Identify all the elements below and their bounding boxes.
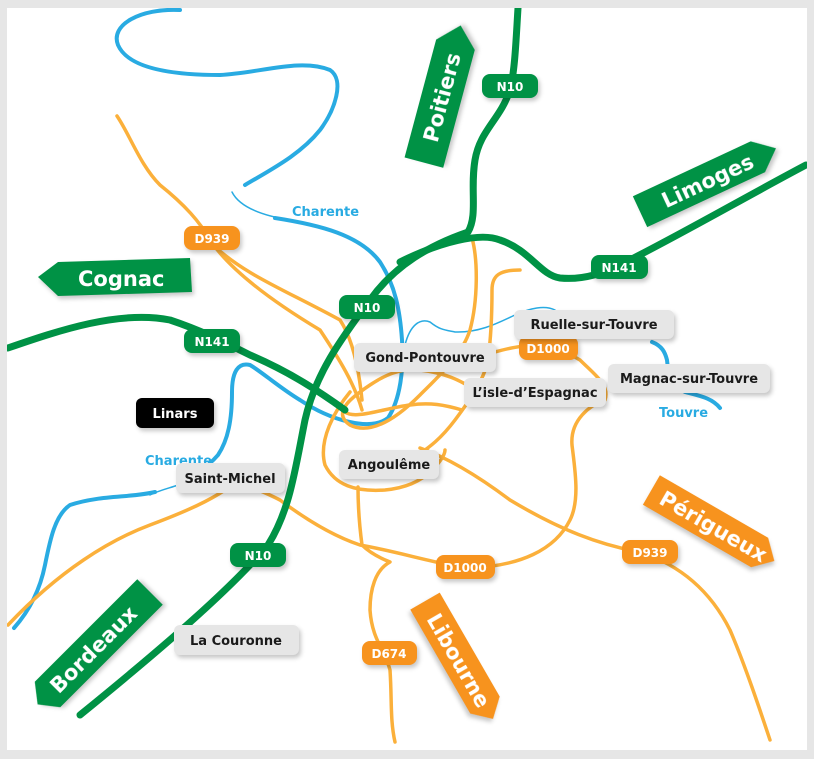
svg-text:Gond-Pontouvre: Gond-Pontouvre [365,351,485,366]
town-labels: Gond-Pontouvre Ruelle-sur-Touvre L’isle-… [136,310,770,655]
badge-n141-east[interactable]: N141 [591,255,648,279]
badge-n10-south[interactable]: N10 [230,543,286,567]
river-charente-north-branch [231,191,291,221]
sign-libourne[interactable]: Libourne [410,592,507,728]
badge-d939-south[interactable]: D939 [622,540,678,564]
badge-n10-center[interactable]: N10 [339,295,395,319]
sign-cognac[interactable]: Cognac [38,258,192,296]
town-angouleme[interactable]: Angoulême [339,450,439,479]
badge-n141-west[interactable]: N141 [184,329,240,353]
road-badges: N10 N10 N10 N141 N141 D939 [184,74,678,665]
river-label-charente-north: Charente [292,205,359,220]
svg-text:La Couronne: La Couronne [190,634,282,649]
badge-d939-north[interactable]: D939 [184,226,240,250]
svg-text:D939: D939 [632,546,667,560]
sign-bordeaux[interactable]: Bordeaux [25,579,163,717]
svg-text:N10: N10 [245,549,272,563]
svg-text:Angoulême: Angoulême [348,458,431,473]
badge-d674[interactable]: D674 [362,641,417,665]
svg-text:Magnac-sur-Touvre: Magnac-sur-Touvre [620,372,758,387]
badge-n10-north[interactable]: N10 [482,74,538,98]
svg-text:N141: N141 [194,335,229,349]
town-gond-pontouvre[interactable]: Gond-Pontouvre [354,343,496,372]
svg-text:L’isle-d’Espagnac: L’isle-d’Espagnac [472,386,597,401]
town-la-couronne[interactable]: La Couronne [174,625,299,655]
river-charente-center [193,216,405,477]
svg-text:N10: N10 [354,301,381,315]
svg-text:N141: N141 [601,261,636,275]
town-lisle-despagnac[interactable]: L’isle-d’Espagnac [464,378,606,407]
badge-d1000-east[interactable]: D1000 [519,336,578,360]
river-charente-north [114,8,340,187]
rivers: Charente Charente Touvre [12,8,722,630]
sign-limoges[interactable]: Limoges [632,133,783,228]
road-d674 [356,485,397,744]
svg-text:N10: N10 [497,80,524,94]
badge-d1000-south[interactable]: D1000 [436,555,495,579]
town-magnac-sur-touvre[interactable]: Magnac-sur-Touvre [608,364,770,393]
town-ruelle-sur-touvre[interactable]: Ruelle-sur-Touvre [514,310,674,339]
svg-text:Saint-Michel: Saint-Michel [184,472,275,487]
town-linars[interactable]: Linars [136,398,214,428]
sign-poitiers[interactable]: Poitiers [404,20,480,168]
river-label-touvre: Touvre [659,406,708,421]
svg-text:Linars: Linars [153,407,198,422]
road-n141-east [396,161,807,282]
river-charente-south-branch [149,484,179,496]
svg-text:D674: D674 [371,647,406,661]
svg-text:D939: D939 [194,232,229,246]
sign-cognac-label: Cognac [78,267,164,291]
svg-text:Ruelle-sur-Touvre: Ruelle-sur-Touvre [530,318,657,333]
sign-bordeaux-label: Bordeaux [45,601,142,698]
road-angouleme-west [343,402,464,417]
svg-text:D1000: D1000 [443,561,486,575]
town-saint-michel[interactable]: Saint-Michel [176,463,285,493]
svg-text:D1000: D1000 [526,342,569,356]
